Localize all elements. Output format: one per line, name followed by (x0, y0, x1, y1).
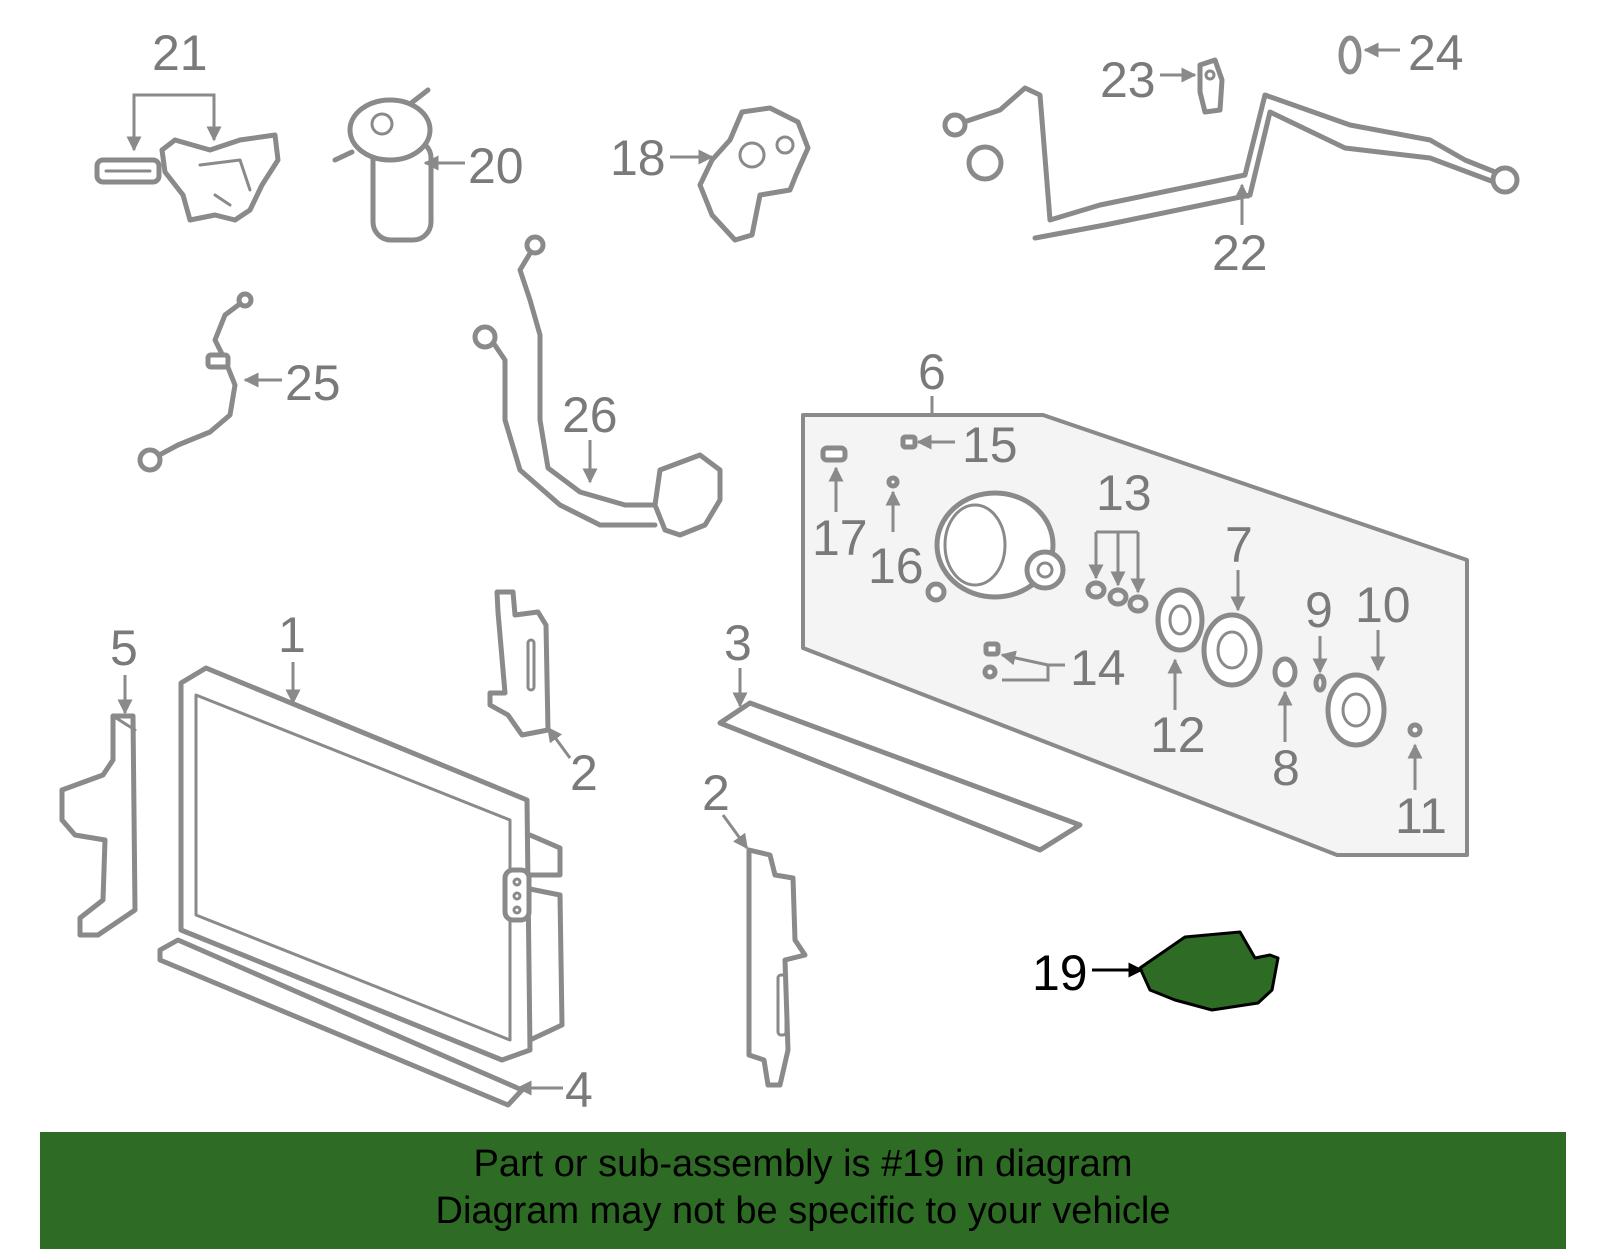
callout-21: 21 (126, 25, 222, 152)
part-18-bracket[interactable] (697, 105, 811, 243)
callout-6: 6 (918, 344, 946, 415)
svg-text:5: 5 (110, 620, 138, 676)
callout-16: 16 (868, 490, 924, 594)
part-4-lower-seal[interactable] (157, 937, 525, 1108)
callout-18: 18 (610, 130, 714, 186)
callout-5: 5 (110, 620, 138, 715)
svg-text:3: 3 (724, 615, 752, 671)
part-23-clip[interactable] (1197, 57, 1225, 115)
svg-text:13: 13 (1096, 465, 1152, 521)
callout-11: 11 (1395, 743, 1447, 844)
svg-text:24: 24 (1408, 25, 1464, 81)
svg-text:17: 17 (812, 510, 868, 566)
svg-text:2: 2 (702, 765, 730, 821)
callout-14: 14 (1000, 640, 1126, 696)
part-26-compressor-hose[interactable] (472, 234, 723, 538)
caption-banner: Part or sub-assembly is #19 in diagram D… (40, 1132, 1566, 1249)
part-25-liquid-line[interactable] (137, 291, 254, 473)
svg-text:11: 11 (1395, 788, 1447, 844)
svg-text:20: 20 (468, 138, 524, 194)
callout-25: 25 (243, 355, 341, 411)
part-21-valve-assembly[interactable] (94, 132, 281, 223)
callout-13: 13 (1088, 465, 1152, 594)
svg-text:19: 19 (1032, 945, 1088, 1001)
part-2-lower-bracket[interactable] (746, 847, 808, 1088)
caption-line-1: Part or sub-assembly is #19 in diagram (473, 1143, 1133, 1185)
callout-1: 1 (278, 607, 306, 705)
callout-15: 15 (916, 417, 1018, 473)
part-1-condenser[interactable] (178, 665, 565, 1063)
callout-10: 10 (1355, 577, 1411, 672)
svg-text:12: 12 (1150, 707, 1206, 763)
part-5-side-seal[interactable] (59, 713, 138, 938)
svg-text:10: 10 (1355, 577, 1411, 633)
svg-text:18: 18 (610, 130, 666, 186)
svg-text:22: 22 (1212, 225, 1268, 281)
callout-4: 4 (516, 1062, 593, 1118)
callout-19: 19 (1032, 945, 1144, 1001)
part-3-seal-strip[interactable] (717, 700, 1083, 853)
caption-line-2: Diagram may not be specific to your vehi… (435, 1190, 1171, 1232)
callout-2a: 2 (546, 726, 598, 801)
part-24-seal[interactable] (1338, 35, 1362, 75)
svg-text:14: 14 (1070, 640, 1126, 696)
callout-3: 3 (724, 615, 752, 708)
callout-17: 17 (812, 466, 868, 566)
part-19-shield-highlighted[interactable] (1138, 930, 1280, 1012)
svg-text:25: 25 (285, 355, 341, 411)
svg-text:15: 15 (962, 417, 1018, 473)
part-22-hose-assembly[interactable] (942, 85, 1520, 241)
callout-23: 23 (1100, 52, 1197, 108)
part-20-accumulator[interactable] (332, 87, 434, 243)
svg-text:4: 4 (565, 1062, 593, 1118)
callout-7: 7 (1225, 517, 1253, 612)
callout-22: 22 (1212, 183, 1268, 281)
svg-text:16: 16 (868, 538, 924, 594)
svg-text:8: 8 (1272, 740, 1300, 796)
callout-9: 9 (1305, 582, 1333, 674)
svg-text:23: 23 (1100, 52, 1156, 108)
callout-20: 20 (423, 138, 524, 194)
svg-text:1: 1 (278, 607, 306, 663)
svg-text:7: 7 (1225, 517, 1253, 573)
callout-24: 24 (1363, 25, 1464, 81)
callout-8: 8 (1272, 690, 1300, 796)
callout-26: 26 (562, 387, 618, 484)
part-6-compressor-assembly[interactable] (801, 413, 1469, 857)
callout-12: 12 (1150, 658, 1206, 763)
callout-2b: 2 (702, 765, 749, 850)
svg-text:2: 2 (570, 745, 598, 801)
svg-text:26: 26 (562, 387, 618, 443)
svg-text:6: 6 (918, 344, 946, 400)
svg-text:21: 21 (152, 25, 208, 81)
part-2-upper-bracket[interactable] (487, 589, 551, 738)
svg-text:9: 9 (1305, 582, 1333, 638)
